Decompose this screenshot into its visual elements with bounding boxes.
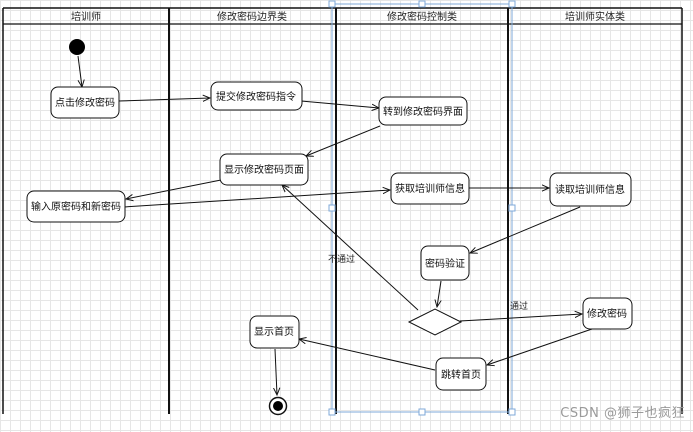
- action-click-change[interactable]: 点击修改密码: [50, 86, 120, 119]
- action-submit-cmd[interactable]: 提交修改密码指令: [210, 81, 303, 111]
- guard-fail-label: 不通过: [328, 253, 355, 265]
- edge-decision-fail: [282, 185, 419, 311]
- action-click-change-label: 点击修改密码: [55, 96, 115, 109]
- action-jump-home-label: 跳转首页: [441, 368, 481, 381]
- action-goto-page-label: 转到修改密码界面: [383, 105, 463, 118]
- initial-node[interactable]: [69, 39, 85, 55]
- lane-header-control: 修改密码控制类: [387, 10, 457, 23]
- action-get-info[interactable]: 获取培训师信息: [390, 172, 470, 205]
- action-read-info-label: 读取培训师信息: [555, 183, 625, 196]
- edge-submit-to-goto: [300, 100, 379, 108]
- edge-show-to-input: [126, 179, 222, 199]
- lane-header-trainer: 培训师: [71, 10, 101, 23]
- edge-verify-to-decision: [437, 280, 441, 307]
- guard-pass-label: 通过: [510, 300, 528, 312]
- edge-click-to-submit: [118, 98, 210, 101]
- action-input-pwd[interactable]: 输入原密码和新密码: [26, 190, 126, 223]
- action-get-info-label: 获取培训师信息: [395, 182, 465, 195]
- action-change-pwd[interactable]: 修改密码: [582, 297, 633, 330]
- action-verify[interactable]: 密码验证: [420, 245, 470, 281]
- final-node[interactable]: [268, 396, 288, 416]
- edge-input-to-get: [123, 190, 390, 208]
- edge-change-to-jump: [487, 328, 593, 365]
- action-read-info[interactable]: 读取培训师信息: [549, 172, 632, 207]
- edge-decision-pass: [459, 314, 582, 322]
- action-show-home-label: 显示首页: [254, 325, 294, 338]
- edge-jump-to-home: [299, 339, 436, 371]
- edge-start-to-click: [78, 55, 82, 87]
- lane-header-boundary: 修改密码边界类: [217, 10, 287, 23]
- swimlane-frame: [2, 7, 683, 414]
- action-show-page[interactable]: 显示修改密码页面: [219, 153, 309, 186]
- action-change-pwd-label: 修改密码: [587, 307, 627, 320]
- edge-home-to-end: [275, 348, 277, 395]
- action-input-pwd-label: 输入原密码和新密码: [31, 200, 121, 213]
- edge-goto-to-show: [306, 125, 381, 156]
- action-show-home[interactable]: 显示首页: [249, 315, 300, 349]
- action-jump-home[interactable]: 跳转首页: [435, 357, 487, 391]
- action-submit-cmd-label: 提交修改密码指令: [216, 90, 296, 103]
- action-verify-label: 密码验证: [425, 257, 465, 270]
- decision-node[interactable]: [407, 308, 463, 336]
- watermark: CSDN @狮子也疯狂: [560, 406, 685, 421]
- edge-read-to-verify: [470, 206, 581, 253]
- lane-header-entity: 培训师实体类: [565, 10, 625, 23]
- lane-selection-outline: [328, 0, 516, 416]
- action-show-page-label: 显示修改密码页面: [224, 163, 304, 176]
- edges: [78, 55, 593, 395]
- action-goto-page[interactable]: 转到修改密码界面: [378, 96, 468, 126]
